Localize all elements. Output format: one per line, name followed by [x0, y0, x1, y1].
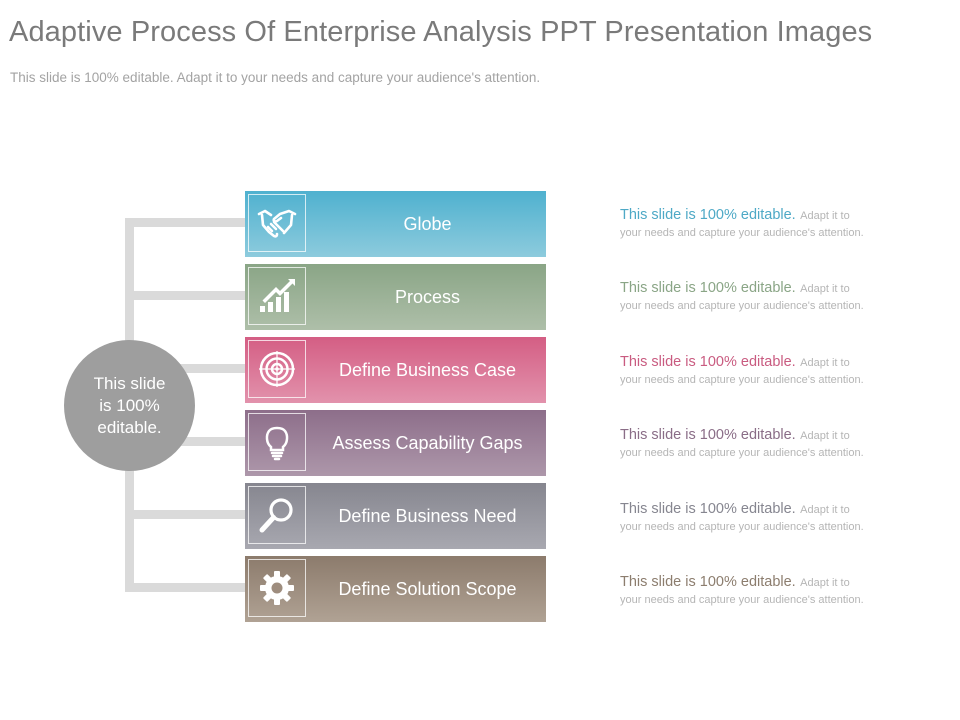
connector-branch-6 [125, 583, 245, 592]
step-define-solution-scope: Define Solution Scope [245, 556, 546, 622]
description-text-line2: your needs and capture your audience's a… [620, 300, 864, 312]
step-process: Process [245, 264, 546, 330]
step-assess-capability-gaps: Assess Capability Gaps [245, 410, 546, 476]
gear-icon [260, 571, 294, 605]
slide-subtitle: This slide is 100% editable. Adapt it to… [10, 70, 541, 85]
step-label: Define Solution Scope [338, 578, 517, 599]
description-text: Adapt it to [800, 577, 850, 589]
step-description: This slide is 100% editable. Adapt it to… [620, 573, 888, 606]
step-label: Process [394, 286, 461, 307]
center-circle-label: This slide is 100% editable. [93, 373, 166, 437]
description-text-line2: your needs and capture your audience's a… [620, 447, 864, 459]
lightbulb-icon [265, 426, 289, 461]
step-globe: Globe [245, 191, 546, 257]
description-text: Adapt it to [800, 430, 850, 442]
target-icon [259, 351, 295, 387]
step-define-business-case: Define Business Case [245, 337, 546, 403]
growth-chart-icon [260, 279, 295, 312]
description-heading: This slide is 100% editable. [620, 354, 796, 370]
step-label: Assess Capability Gaps [332, 432, 523, 453]
connector-branch-1 [125, 218, 245, 227]
connector-branch-5 [125, 510, 245, 519]
step-description: This slide is 100% editable. Adapt it to… [620, 500, 888, 533]
icon-frame [248, 194, 306, 252]
slide-title: Adaptive Process Of Enterprise Analysis … [9, 16, 873, 48]
step-description: This slide is 100% editable. Adapt it to… [620, 279, 888, 312]
connector-branch-4 [125, 437, 245, 446]
connector-branch-2 [125, 291, 245, 300]
description-text: Adapt it to [800, 210, 850, 222]
center-circle: This slide is 100% editable. [64, 340, 195, 471]
description-heading: This slide is 100% editable. [620, 207, 796, 223]
description-text-line2: your needs and capture your audience's a… [620, 594, 864, 606]
icon-frame [248, 340, 306, 398]
description-text-line2: your needs and capture your audience's a… [620, 521, 864, 533]
step-label: Define Business Case [338, 359, 517, 380]
icon-frame [248, 413, 306, 471]
connector-branch-3 [125, 364, 245, 373]
description-text: Adapt it to [800, 504, 850, 516]
description-text: Adapt it to [800, 357, 850, 369]
magnifier-icon [259, 498, 293, 533]
step-description: This slide is 100% editable. Adapt it to… [620, 353, 888, 386]
handshake-icon [257, 209, 297, 238]
icon-frame [248, 486, 306, 544]
step-description: This slide is 100% editable. Adapt it to… [620, 206, 888, 239]
description-heading: This slide is 100% editable. [620, 574, 796, 590]
description-heading: This slide is 100% editable. [620, 280, 796, 296]
step-description: This slide is 100% editable. Adapt it to… [620, 426, 888, 459]
icon-frame [248, 267, 306, 325]
step-label: Globe [403, 213, 452, 234]
icon-frame [248, 559, 306, 617]
description-heading: This slide is 100% editable. [620, 427, 796, 443]
description-text: Adapt it to [800, 283, 850, 295]
description-text-line2: your needs and capture your audience's a… [620, 227, 864, 239]
description-heading: This slide is 100% editable. [620, 501, 796, 517]
step-label: Define Business Need [338, 505, 517, 526]
step-define-business-need: Define Business Need [245, 483, 546, 549]
description-text-line2: your needs and capture your audience's a… [620, 374, 864, 386]
